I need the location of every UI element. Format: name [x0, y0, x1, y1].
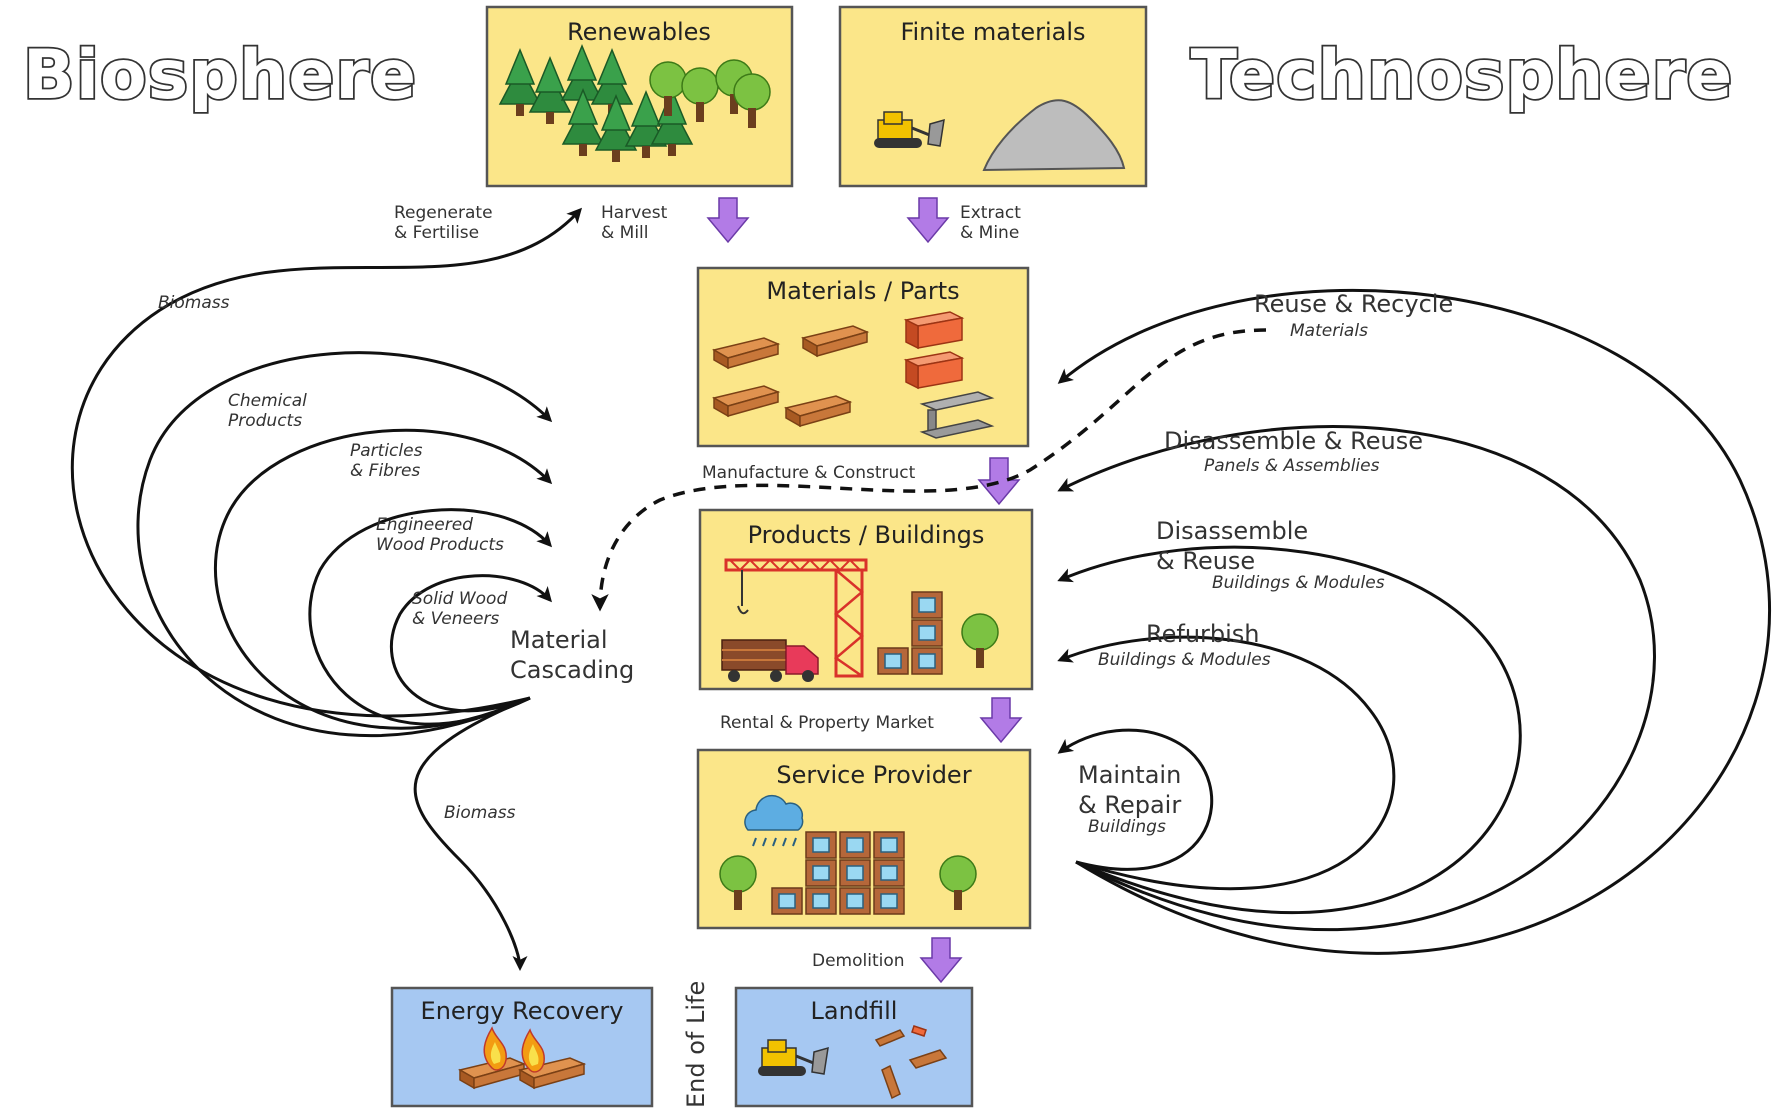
steel-beam-icon — [919, 391, 995, 439]
maintain-repair-label: Maintain& Repair — [1078, 761, 1181, 819]
refurbish-label: Refurbish — [1146, 620, 1260, 648]
reuse-loops — [591, 288, 1771, 955]
finite-materials-box: Finite materials — [838, 5, 1148, 188]
disassemble-panels-arc — [1057, 425, 1656, 932]
demolition-label: Demolition — [812, 951, 905, 971]
chemical-products-arc — [136, 351, 553, 738]
energy-recovery-box: Energy Recovery — [390, 986, 654, 1108]
rock-pile-icon — [982, 99, 1126, 172]
rental-label: Rental & Property Market — [720, 713, 934, 733]
solid-wood-arc — [389, 574, 552, 713]
extract-arrow — [906, 197, 950, 244]
rental-arrow — [979, 697, 1023, 744]
particles-fibres-label: Particles& Fibres — [350, 441, 423, 481]
reuse-recycle-sub: Materials — [1290, 321, 1368, 341]
materials-parts-box: Materials / Parts — [696, 266, 1030, 448]
solid-wood-label: Solid Wood& Veneers — [412, 589, 507, 629]
manufacture-label: Manufacture & Construct — [702, 463, 916, 483]
landfill-box: Landfill — [734, 986, 974, 1108]
products-buildings-box: Products / Buildings — [698, 508, 1034, 691]
disassemble-buildings-label: Disassemble& Reuse — [1156, 517, 1308, 575]
rain-cloud-icon — [744, 794, 804, 847]
disassemble-panels-label: Disassemble & Reuse — [1164, 427, 1423, 455]
materials-cascade-dashed-arc — [591, 328, 1267, 612]
particles-fibres-arc — [213, 428, 553, 730]
disassemble-buildings-sub: Buildings & Modules — [1212, 573, 1385, 593]
materials-parts-title: Materials / Parts — [766, 277, 959, 305]
biomass-top-label: Biomass — [158, 293, 230, 313]
truck-icon — [721, 639, 819, 682]
finite-materials-title: Finite materials — [900, 18, 1085, 46]
maintain-repair-sub: Buildings — [1088, 817, 1166, 837]
biomass-bottom-label: Biomass — [444, 803, 516, 823]
cascade-arcs — [70, 207, 583, 971]
regenerate-label: Regenerate& Fertilise — [394, 203, 493, 243]
disassemble-panels-sub: Panels & Assemblies — [1204, 456, 1380, 476]
service-provider-title: Service Provider — [776, 761, 971, 789]
renewables-box: Renewables — [485, 5, 794, 188]
disassemble-buildings-arc — [1057, 545, 1522, 915]
debris-icon — [874, 1025, 948, 1100]
technosphere-heading: Technosphere — [1191, 36, 1734, 115]
energy-recovery-title: Energy Recovery — [421, 997, 624, 1025]
engineered-wood-arc — [308, 508, 553, 726]
refurbish-arc — [1057, 635, 1396, 891]
products-buildings-title: Products / Buildings — [748, 521, 985, 549]
flow-arrows — [706, 197, 1023, 984]
demolition-arrow — [919, 937, 963, 984]
reuse-recycle-label: Reuse & Recycle — [1254, 290, 1453, 318]
biomass-regenerate-arc — [70, 207, 583, 718]
renewables-title: Renewables — [567, 18, 711, 46]
biomass-energy-arc — [413, 696, 531, 971]
biosphere-heading: Biosphere — [23, 36, 417, 115]
manufacture-arrow — [977, 457, 1021, 506]
harvest-arrow — [706, 197, 750, 244]
landfill-title: Landfill — [811, 997, 898, 1025]
crane-icon — [724, 558, 868, 678]
end-of-life-label: End of Life — [682, 981, 710, 1108]
service-provider-box: Service Provider — [696, 748, 1032, 930]
refurbish-sub: Buildings & Modules — [1098, 650, 1271, 670]
harvest-label: Harvest& Mill — [601, 203, 668, 243]
extract-label: Extract& Mine — [960, 203, 1021, 243]
maintain-repair-arc — [1057, 728, 1214, 871]
reuse-recycle-arc — [1057, 288, 1771, 955]
